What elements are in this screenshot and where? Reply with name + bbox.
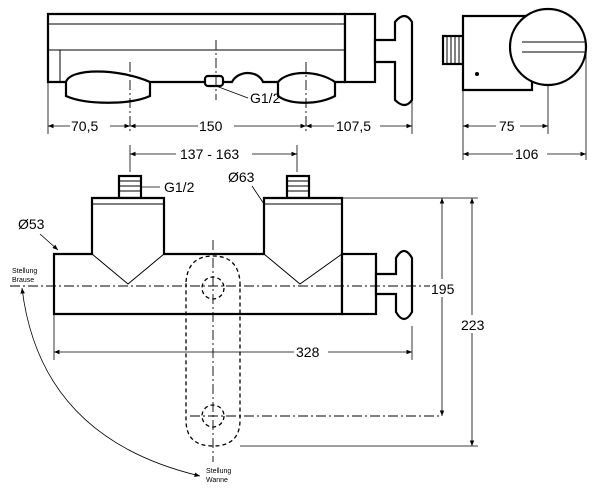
front-thread-right (285, 174, 311, 200)
rotation-arc (20, 287, 201, 477)
front-dim-height-total: 223 (461, 317, 485, 333)
top-view-foot-left (64, 70, 152, 104)
front-body (52, 196, 344, 316)
front-dim-length: 328 (296, 344, 320, 360)
side-dim-inner: 75 (499, 118, 515, 134)
top-thread-label: G1/2 (250, 90, 281, 106)
side-view-circle (508, 7, 588, 87)
top-view-handle (373, 14, 414, 107)
label-bath-line2: Wanne (206, 477, 228, 484)
front-diameter-left: Ø53 (18, 216, 45, 232)
front-grip-body (340, 252, 378, 316)
label-shower-line1: Stellung (12, 268, 37, 275)
front-view: 137 - 163 G1/2 Ø63 Ø53 (10, 144, 488, 484)
top-dim-left: 70,5 (71, 118, 98, 134)
front-dim-inlet-spacing: 137 - 163 (180, 146, 239, 162)
top-dim-right: 107,5 (336, 118, 371, 134)
top-view-grip-body (343, 12, 377, 84)
front-diameter-right: Ø63 (228, 169, 255, 185)
front-dim-height-spout: 195 (431, 281, 455, 297)
side-view-thread (441, 34, 465, 66)
front-handle (374, 249, 414, 321)
label-bath-line1: Stellung (206, 468, 231, 475)
top-dim-middle: 150 (199, 118, 223, 134)
label-shower-line2: Brause (12, 277, 34, 284)
front-thread-left (117, 174, 143, 200)
front-thread-label: G1/2 (164, 179, 195, 195)
side-view: 75 106 (441, 7, 588, 163)
top-view-foot-right (276, 72, 337, 104)
top-view: G1/2 70,5 150 107,5 (46, 12, 414, 134)
side-dim-total: 106 (515, 146, 539, 162)
